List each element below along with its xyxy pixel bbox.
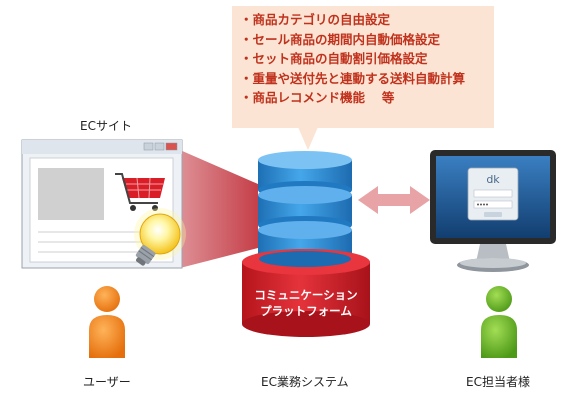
callout-pointer [298,127,318,150]
operator-person-icon [481,286,517,358]
features-callout [232,6,494,128]
connection-beam [180,150,258,268]
operator-label: EC担当者様 [466,375,530,389]
feature-list: ・商品カテゴリの自由設定 ・セール商品の期間内自動価格設定 ・セット商品の自動割… [240,10,465,108]
communication-platform [242,249,370,337]
svg-text:dk: dk [486,173,500,186]
feature-item: ・セール商品の期間内自動価格設定 [240,31,441,47]
shopping-cart-icon [115,173,165,211]
person-icon [89,286,125,358]
feature-item: ・セット商品の自動割引価格設定 [240,51,428,66]
user-label: ユーザー [83,375,131,389]
feature-item: ・商品カテゴリの自由設定 [240,12,391,27]
platform-label-line2: プラットフォーム [260,304,352,318]
ec-site-label: ECサイト [80,119,132,133]
feature-item: ・商品レコメンド機能 等 [240,90,395,105]
light-bulb-icon [134,208,186,266]
system-label: EC業務システム [261,375,349,389]
platform-label-line1: コミュニケーション [254,288,358,302]
feature-item: ・重量や送付先と連動する送料自動計算 [240,70,466,86]
bidirectional-arrow [358,186,430,214]
monitor-icon: dk [430,150,556,272]
